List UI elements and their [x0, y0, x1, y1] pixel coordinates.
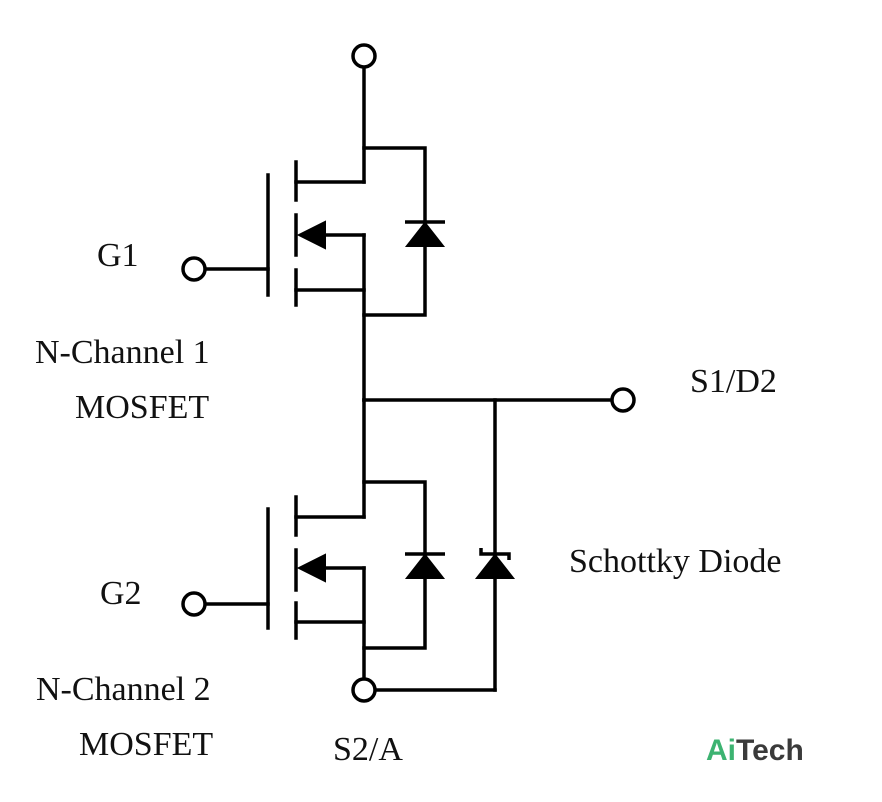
label-schottky: Schottky Diode	[569, 543, 781, 580]
label-ch2-line1: N-Channel 2	[36, 671, 211, 708]
label-ch1-line1: N-Channel 1	[35, 334, 210, 371]
label-g1: G1	[97, 237, 139, 274]
mosfet-2	[203, 480, 427, 680]
logo-ai: Ai	[706, 734, 736, 767]
schottky-diode	[474, 553, 516, 579]
drain-terminal	[351, 43, 377, 69]
body-arrow-1	[296, 220, 326, 250]
svg-text:AiTech: AiTech	[706, 734, 804, 767]
s2a-terminal	[351, 677, 377, 703]
label-g2: G2	[100, 575, 142, 612]
label-ch1-line2: MOSFET	[75, 389, 209, 426]
s1d2-terminal	[610, 387, 636, 413]
aitech-logo: AiTech	[706, 734, 804, 767]
body-arrow-2	[296, 553, 326, 583]
label-s1d2: S1/D2	[690, 363, 777, 400]
body-diode-1	[404, 221, 446, 247]
schottky-bar	[479, 548, 511, 560]
g2-terminal	[181, 591, 207, 617]
body-diode-2	[404, 553, 446, 579]
label-s2a: S2/A	[333, 731, 403, 768]
g1-terminal	[181, 256, 207, 282]
logo-tech: Tech	[736, 734, 804, 767]
diode-loop-2	[362, 480, 427, 650]
mosfet-1	[203, 146, 427, 402]
diode-loop-1	[362, 146, 427, 317]
label-ch2-line2: MOSFET	[79, 726, 213, 763]
